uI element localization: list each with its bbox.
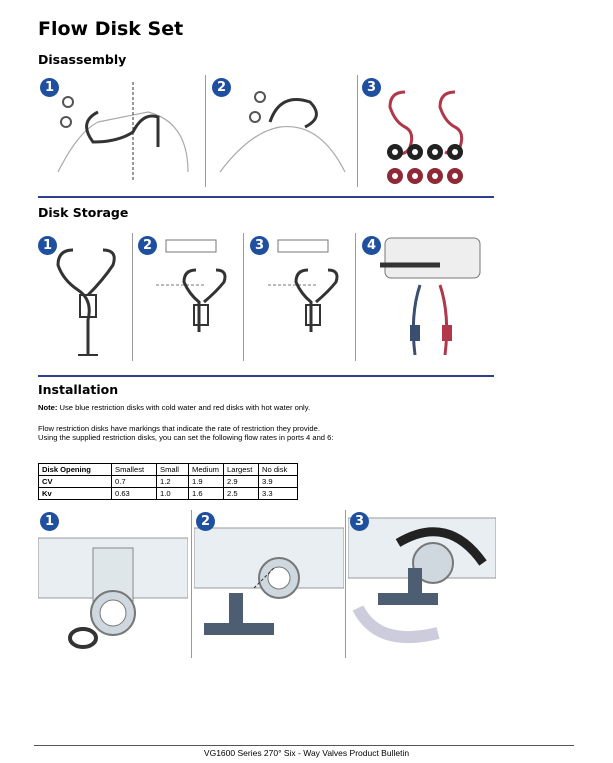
table-header: Medium [188, 463, 224, 476]
storage-step-4-illustration: 4 [360, 230, 495, 362]
table-header: Smallest [111, 463, 157, 476]
section-divider [38, 196, 494, 198]
step-badge: 2 [212, 78, 231, 97]
disassembly-step-3-illustration: 3 [360, 72, 500, 190]
step-badge: 3 [350, 512, 369, 531]
divider [355, 233, 356, 361]
storage-step-1-illustration: 1 [38, 230, 130, 362]
disassembly-step-1-illustration: 1 [38, 72, 203, 190]
table-row: CV 0.7 1.2 1.9 2.9 3.9 [38, 475, 298, 488]
flow-rate-table: Disk Opening Smallest Small Medium Large… [38, 463, 298, 500]
table-cell: 2.5 [223, 487, 259, 500]
divider [357, 75, 358, 187]
installation-step-2-illustration: 2 [194, 508, 344, 658]
divider [191, 510, 192, 658]
divider [205, 75, 206, 187]
table-cell: 1.2 [156, 475, 189, 488]
table-cell: 1.0 [156, 487, 189, 500]
installation-step-3-illustration: 3 [348, 508, 496, 658]
divider [243, 233, 244, 361]
section-divider [38, 375, 494, 377]
instruction-line-2: Using the supplied restriction disks, yo… [38, 433, 334, 442]
step-badge: 1 [38, 236, 57, 255]
installation-step-1-illustration: 1 [38, 508, 188, 658]
table-cell: Kv [38, 487, 112, 500]
step-badge: 1 [40, 512, 59, 531]
note-label: Note: [38, 403, 58, 412]
step-badge: 4 [362, 236, 381, 255]
disassembly-step-2-illustration: 2 [210, 72, 355, 190]
divider [345, 510, 346, 658]
divider [132, 233, 133, 361]
table-cell: 0.63 [111, 487, 157, 500]
step-badge: 1 [40, 78, 59, 97]
table-header: Largest [223, 463, 259, 476]
step-badge: 3 [362, 78, 381, 97]
table-cell: 0.7 [111, 475, 157, 488]
section-title-disk-storage: Disk Storage [38, 205, 129, 220]
note-text: Use blue restriction disks with cold wat… [57, 403, 311, 412]
table-cell: CV [38, 475, 112, 488]
storage-step-3-illustration: 3 [248, 230, 353, 362]
table-cell: 1.6 [188, 487, 224, 500]
footer-rule [34, 745, 574, 746]
section-title-disassembly: Disassembly [38, 52, 127, 67]
section-title-installation: Installation [38, 382, 119, 397]
table-cell: 3.3 [258, 487, 298, 500]
table-row: Kv 0.63 1.0 1.6 2.5 3.3 [38, 487, 298, 500]
table-cell: 1.9 [188, 475, 224, 488]
step-badge: 3 [250, 236, 269, 255]
step-badge: 2 [138, 236, 157, 255]
table-header-row: Disk Opening Smallest Small Medium Large… [38, 463, 298, 476]
table-header: Disk Opening [38, 463, 112, 476]
table-header: Small [156, 463, 189, 476]
table-cell: 3.9 [258, 475, 298, 488]
table-cell: 2.9 [223, 475, 259, 488]
storage-step-2-illustration: 2 [136, 230, 241, 362]
table-header: No disk [258, 463, 298, 476]
footer-text: VG1600 Series 270° Six - Way Valves Prod… [203, 748, 410, 758]
step-badge: 2 [196, 512, 215, 531]
instruction-line-1: Flow restriction disks have markings tha… [38, 424, 320, 433]
note: Note: Use blue restriction disks with co… [38, 403, 310, 412]
page-title: Flow Disk Set [38, 18, 184, 40]
